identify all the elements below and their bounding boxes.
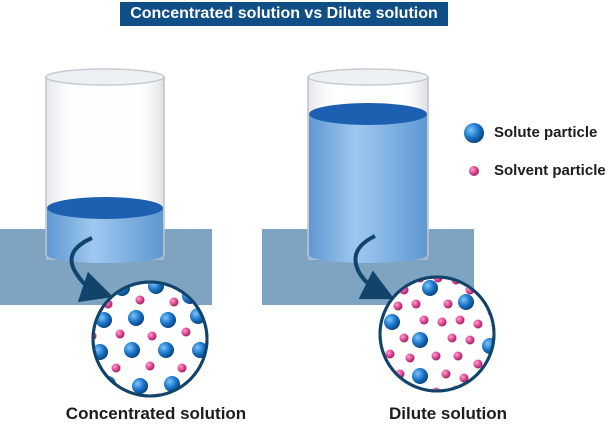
liquid-body-right (309, 114, 427, 263)
zoom-arrow-right (353, 234, 395, 300)
solute-particle (164, 376, 180, 392)
solvent-particle (455, 315, 465, 325)
solvent-particle (111, 363, 121, 373)
solute-particle (96, 312, 112, 328)
solvent-particle (115, 329, 125, 339)
liquid-surface-right (309, 103, 427, 125)
legend-solute-icon (464, 123, 484, 143)
solvent-particle (473, 359, 483, 369)
solvent-particle (405, 353, 415, 363)
solute-particle (384, 314, 400, 330)
page-title: Concentrated solution vs Dilute solution (120, 2, 448, 26)
solute-particle (148, 282, 164, 294)
solvent-particle (419, 315, 429, 325)
solute-particle (158, 342, 174, 358)
solvent-particle (437, 317, 447, 327)
solute-particle (482, 338, 494, 354)
solvent-particle (473, 319, 483, 329)
beaker-concentrated (45, 68, 165, 263)
solvent-particle (443, 299, 453, 309)
solvent-particle (385, 349, 395, 359)
solvent-particle (447, 333, 457, 343)
solvent-particle (147, 331, 157, 341)
caption-concentrated: Concentrated solution (65, 404, 247, 423)
solvent-particle (465, 335, 475, 345)
solvent-particle (135, 295, 145, 305)
legend-solute-label: Solute particle (494, 124, 598, 141)
solvent-particle (469, 383, 479, 391)
solvent-particle (399, 333, 409, 343)
beaker-dilute (307, 68, 429, 263)
solute-particle (160, 312, 176, 328)
solute-particle (124, 342, 140, 358)
zoom-arrow-left (69, 236, 114, 303)
solvent-particle (431, 351, 441, 361)
solute-particle (458, 294, 474, 310)
solvent-particle (453, 351, 463, 361)
solvent-particle (169, 297, 179, 307)
solvent-particle (393, 301, 403, 311)
solute-particle (422, 280, 438, 296)
legend-solvent-label: Solvent particle (494, 162, 606, 179)
solvent-particle (411, 299, 421, 309)
solute-particle (128, 310, 144, 326)
solvent-particle (481, 371, 491, 381)
solvent-particle (181, 327, 191, 337)
solvent-particle (177, 363, 187, 373)
solvent-particle (145, 361, 155, 371)
solvent-particle (441, 369, 451, 379)
solute-particle (132, 378, 148, 394)
caption-dilute: Dilute solution (388, 404, 508, 423)
solute-particle (412, 332, 428, 348)
solvent-particle (459, 373, 469, 383)
solute-particle (412, 368, 428, 384)
legend-solvent-icon (469, 166, 479, 176)
liquid-surface-left (47, 197, 163, 219)
